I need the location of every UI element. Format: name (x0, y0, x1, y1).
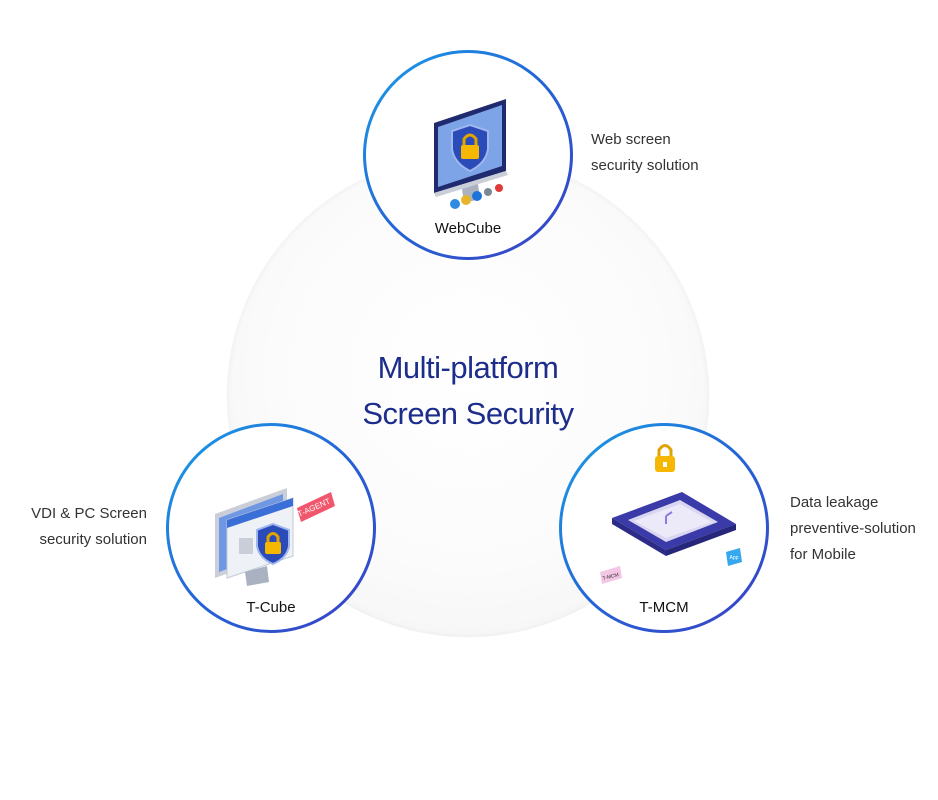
lock-icon (655, 444, 675, 472)
tcube-description: VDI & PC Screen security solution (22, 501, 147, 553)
webcube-desc-line2: security solution (591, 157, 699, 174)
center-title-line2: Screen Security (362, 396, 574, 431)
tmcm-node[interactable]: T-MCM App T-MCM (559, 423, 769, 633)
svg-text:T-MCM: T-MCM (602, 572, 619, 582)
svg-text:App: App (730, 555, 739, 561)
tmcm-card: T-MCM (600, 566, 622, 584)
tmcm-desc-line3: for Mobile (790, 546, 856, 563)
webcube-node[interactable]: WebCube (363, 50, 573, 260)
webcube-desc-line1: Web screen (591, 131, 671, 148)
webcube-description: Web screen security solution (591, 127, 699, 179)
tcube-desc-line1: VDI & PC Screen (31, 505, 147, 522)
webcube-node-inner (366, 53, 570, 257)
center-title-line1: Multi-platform (377, 350, 559, 385)
t-agent-tag: T-AGENT (296, 492, 335, 522)
center-title: Multi-platform Screen Security (300, 345, 636, 437)
tcube-label: T-Cube (246, 599, 296, 616)
monitor-shield-lock-icon (434, 99, 508, 209)
app-card: App (726, 548, 742, 566)
tmcm-desc-line2: preventive-solution (790, 520, 916, 537)
tmcm-desc-line1: Data leakage (790, 494, 879, 511)
tcube-node-inner: T-AGENT (169, 426, 373, 630)
webcube-label: WebCube (434, 220, 502, 237)
tmcm-label: T-MCM (639, 599, 689, 616)
desktop-shield-lock-icon: T-AGENT (215, 488, 335, 586)
tcube-node[interactable]: T-AGENT T-Cube (166, 423, 376, 633)
tcube-desc-line2: security solution (39, 531, 147, 548)
tmcm-description: Data leakage preventive-solution for Mob… (790, 490, 936, 568)
tmcm-node-inner: T-MCM App (562, 426, 766, 630)
phone-lock-icon: T-MCM App (600, 444, 742, 584)
